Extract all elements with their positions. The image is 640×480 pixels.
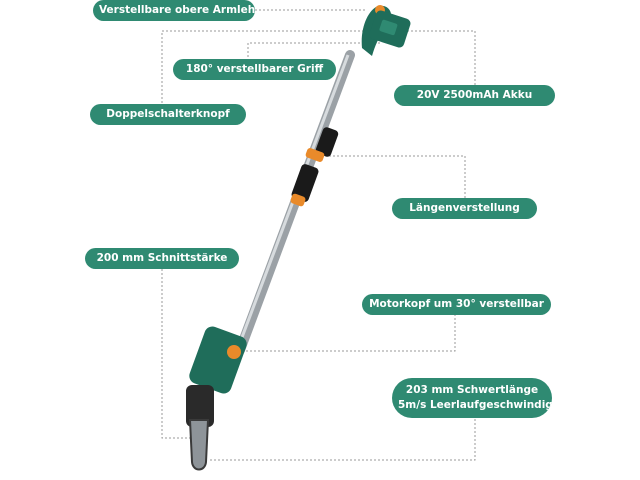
label-bar-line1: 203 mm Schwertlänge	[405, 384, 539, 396]
leader-line-battery	[395, 30, 476, 86]
switch-orange	[305, 148, 325, 162]
length-collar	[291, 164, 319, 202]
length-orange	[290, 193, 306, 207]
leader-line-cut	[161, 269, 200, 439]
chain-bar	[188, 419, 210, 471]
battery-label	[379, 19, 398, 36]
leader-line-bar	[210, 419, 476, 461]
leader-line-switch	[161, 30, 370, 107]
label-bar-line2: 5m/s Leerlaufgeschwindigke	[398, 399, 552, 411]
motor-housing	[189, 326, 247, 394]
label-bar: 203 mm Schwertlänge 5m/s Leerlaufgeschwi…	[392, 378, 552, 418]
leader-line-length	[325, 155, 466, 199]
label-cut: 200 mm Schnittstärke	[85, 248, 239, 269]
label-length: Längenverstellung	[392, 198, 537, 219]
motor-pivot	[227, 345, 241, 359]
label-motor: Motorkopf um 30° verstellbar	[362, 294, 551, 315]
label-battery: 20V 2500mAh Akku	[394, 85, 555, 106]
switch-collar	[315, 127, 339, 157]
label-switch: Doppelschalterknopf	[90, 104, 246, 125]
chain-cover	[186, 385, 214, 427]
label-armrest: Verstellbare obere Armlehne	[93, 0, 255, 21]
label-handle: 180° verstellbarer Griff	[173, 59, 336, 80]
